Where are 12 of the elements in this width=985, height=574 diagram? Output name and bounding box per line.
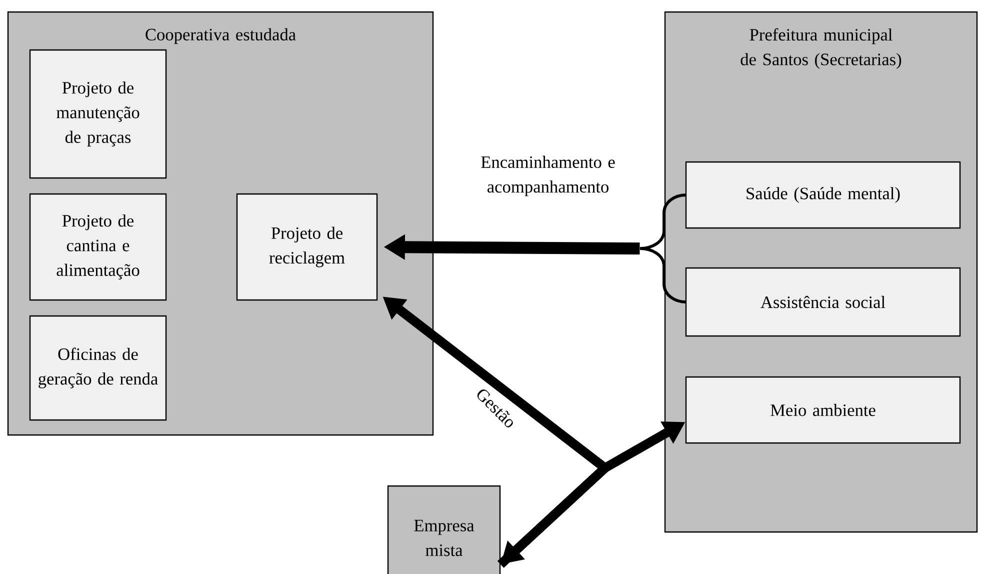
panel-title: Prefeitura municipal de Santos (Secretarias) xyxy=(740,28,902,69)
box: Projeto de reciclagem xyxy=(236,193,378,301)
panel-title: Cooperativa estudada xyxy=(146,28,296,44)
box: Empresa mista xyxy=(387,485,501,574)
curly-brace xyxy=(638,194,686,304)
box: Saúde (Saúde mental) xyxy=(685,161,961,229)
edge-label: Encaminhamento e acompanhamento xyxy=(481,156,615,196)
box: Meio ambiente xyxy=(685,376,961,444)
box: Oficinas de geração de renda xyxy=(29,315,167,421)
box: Projeto de cantina e alimentação xyxy=(29,193,167,301)
box: Projeto de manutenção de praças xyxy=(29,49,167,179)
box: Assistência social xyxy=(685,267,961,337)
